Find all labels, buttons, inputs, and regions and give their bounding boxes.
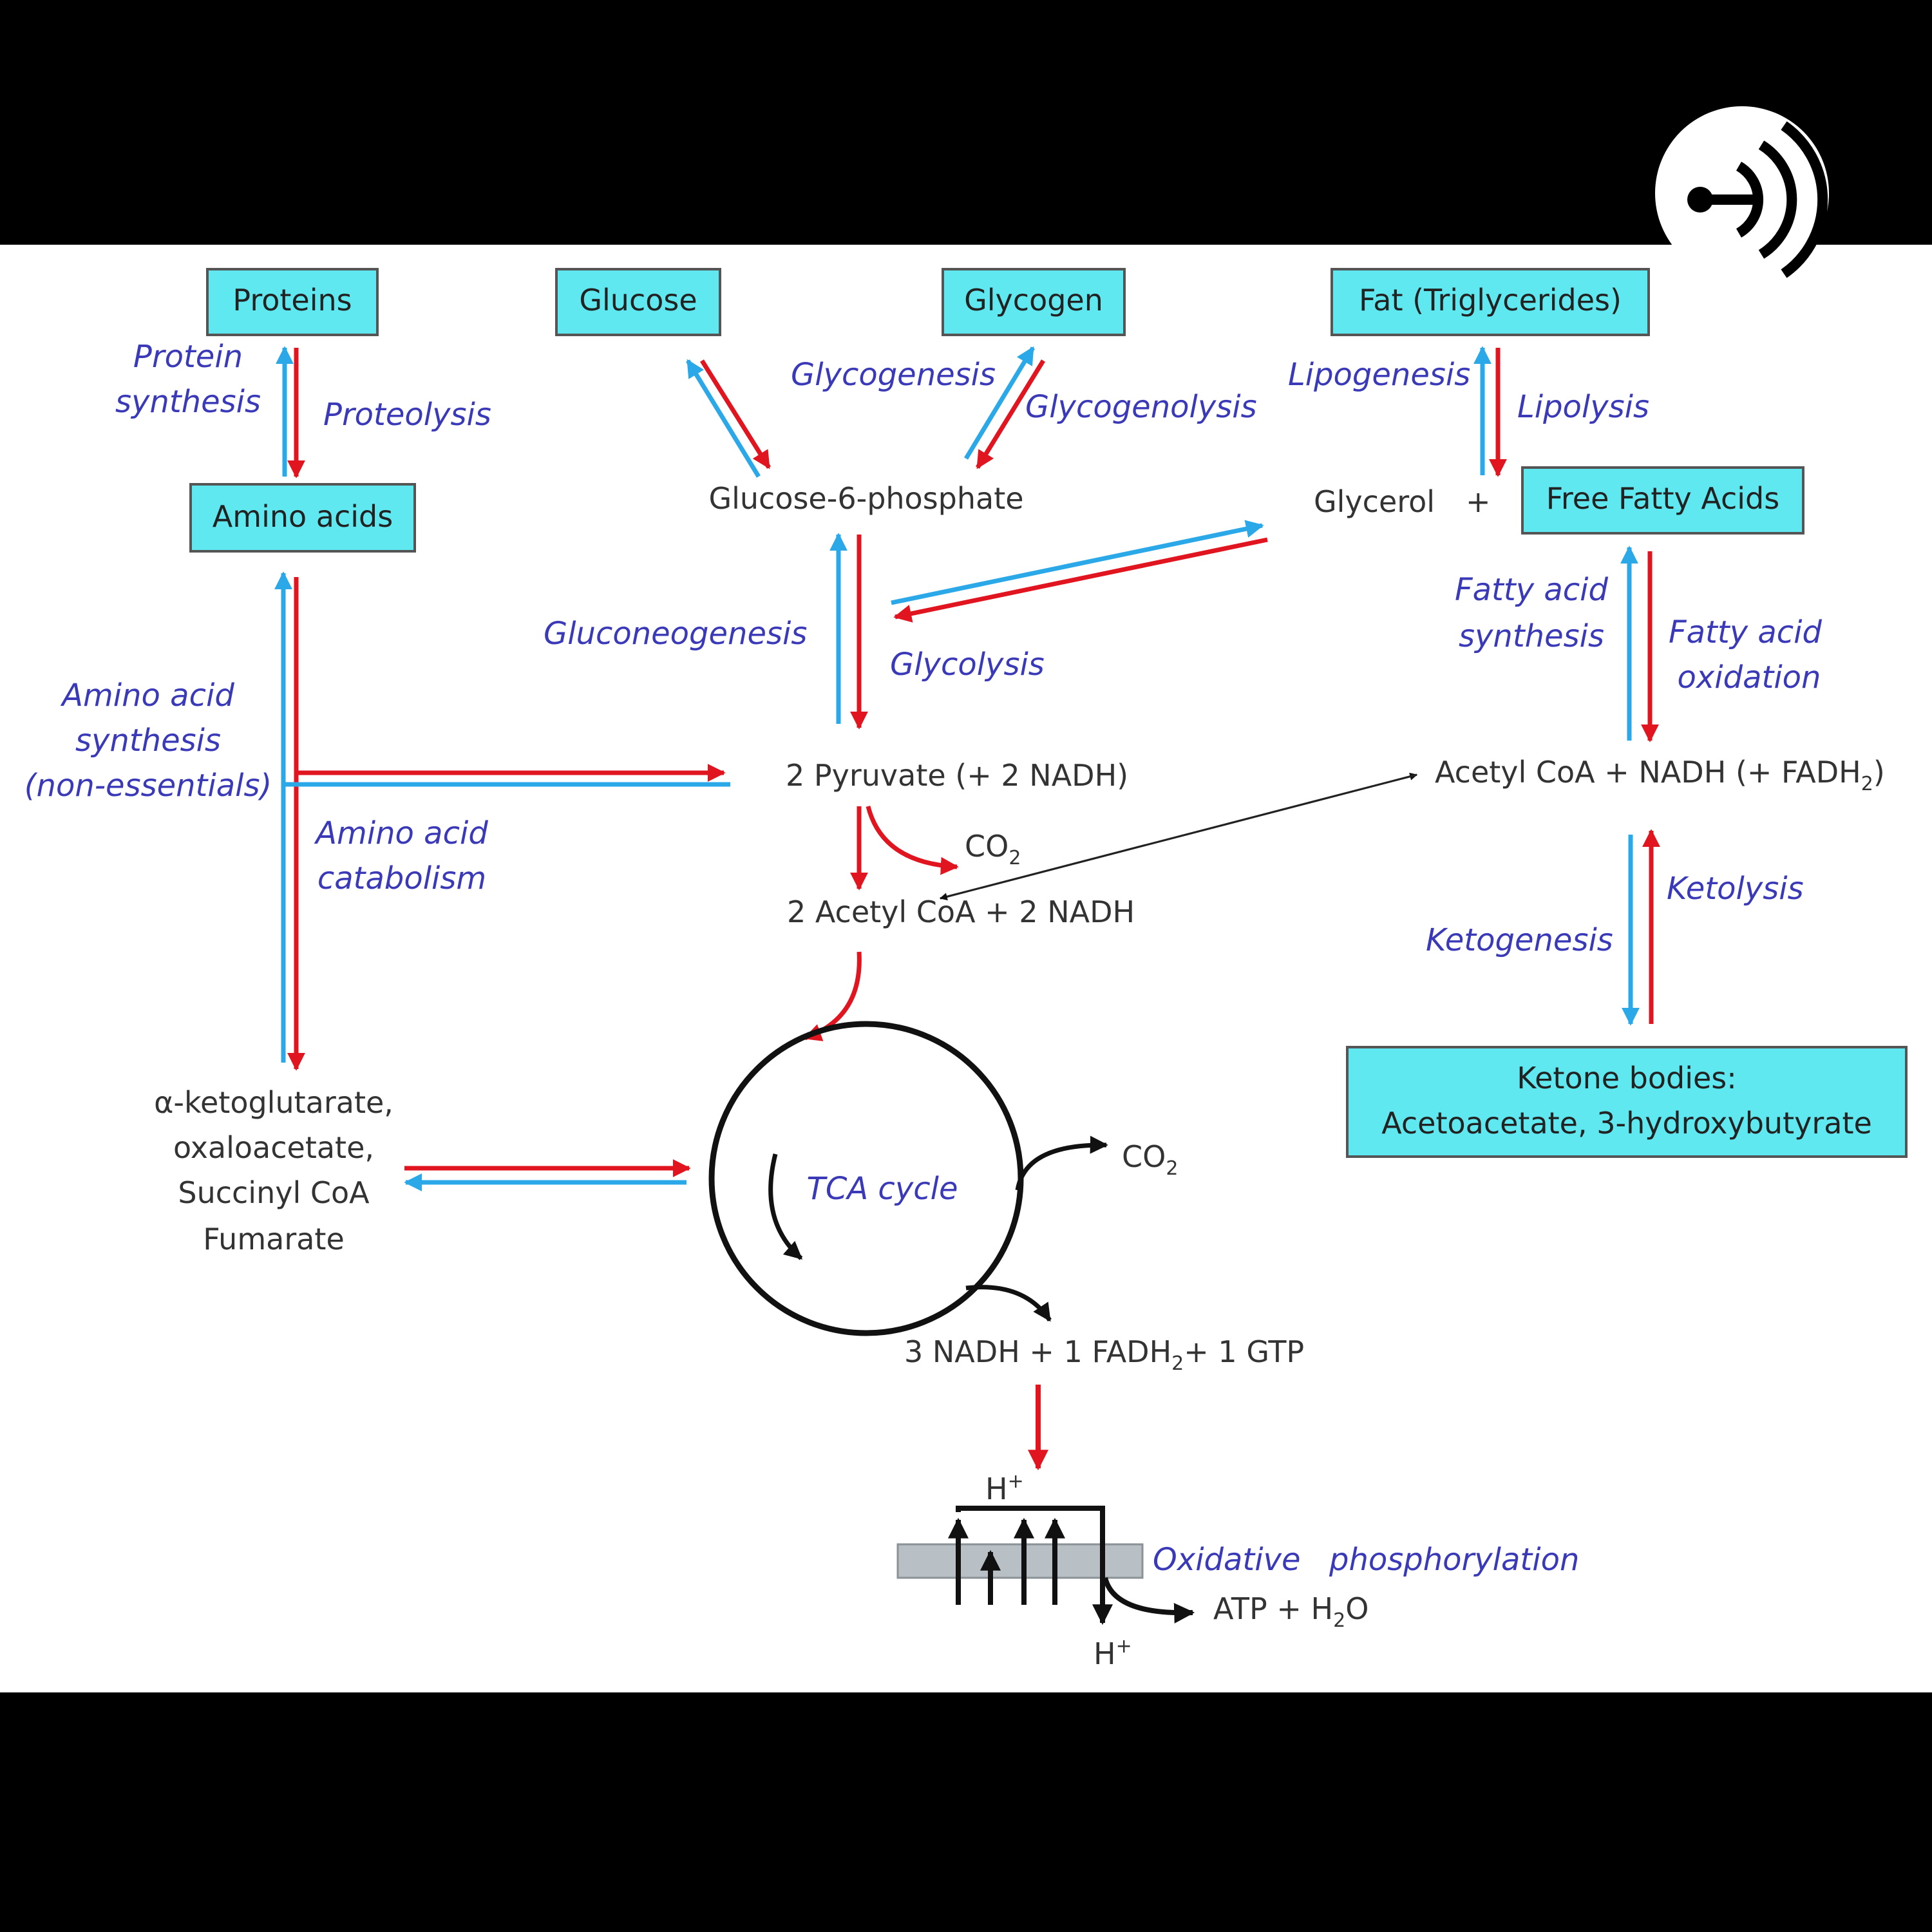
akg-line4: Fumarate	[203, 1222, 345, 1256]
podcast-antenna-icon	[1655, 106, 1829, 280]
akg-line3: Succinyl CoA	[178, 1175, 370, 1210]
akg-line2: oxaloacetate,	[173, 1130, 374, 1165]
akg-line1: α-ketoglutarate,	[154, 1085, 393, 1120]
box-glycogen: Glycogen	[942, 268, 1126, 336]
fa-synthesis-label-2: synthesis	[1459, 618, 1604, 654]
plus-sign: +	[1466, 484, 1491, 519]
co2-pyruvate: CO2	[965, 829, 1021, 869]
gluconeogenesis-label: Gluconeogenesis	[544, 616, 807, 652]
glycogenolysis-label: Glycogenolysis	[1025, 389, 1257, 425]
box-glucose: Glucose	[555, 268, 721, 336]
pyruvate: 2 Pyruvate (+ 2 NADH)	[786, 758, 1128, 793]
aa-catabolism-label-1: Amino acid	[314, 815, 488, 851]
proteins-label: Proteins	[232, 283, 352, 317]
box-ketone-bodies: Ketone bodies: Acetoacetate, 3-hydroxybu…	[1346, 1046, 1908, 1158]
amino-acids-label: Amino acids	[213, 499, 393, 534]
ketone-arrows	[1622, 829, 1660, 1026]
tca-products: 3 NADH + 1 FADH2+ 1 GTP	[904, 1334, 1304, 1375]
protein-arrows	[276, 346, 305, 478]
oxphos-label-2: phosphorylation	[1329, 1542, 1579, 1578]
fat-arrows	[1473, 346, 1507, 477]
pyruvate-dehydrogenase-arrows	[850, 806, 959, 891]
box-proteins: Proteins	[206, 268, 379, 336]
acetyl-coa-fa: Acetyl CoA + NADH (+ FADH2)	[1435, 755, 1885, 795]
aa-synthesis-label-3: (non-essentials)	[24, 768, 272, 804]
fa-synthesis-label-1: Fatty acid	[1455, 572, 1608, 608]
h-plus-bottom: H+	[1094, 1635, 1132, 1671]
fatty-acid-arrows	[1620, 545, 1659, 743]
lipolysis-label: Lipolysis	[1517, 389, 1649, 425]
glucose-label: Glucose	[579, 283, 697, 317]
acetyl-coa-nadh: 2 Acetyl CoA + 2 NADH	[787, 895, 1135, 929]
glycogenesis-label: Glycogenesis	[791, 357, 996, 393]
ketone-bodies-label: Ketone bodies:	[1517, 1061, 1737, 1095]
fat-label: Fat (Triglycerides)	[1359, 283, 1622, 317]
glycolysis-label: Glycolysis	[890, 647, 1045, 683]
amino-acid-arrows	[274, 571, 730, 1071]
ketone-bodies-list: Acetoacetate, 3-hydroxybutyrate	[1381, 1106, 1872, 1141]
co2-tca: CO2	[1122, 1139, 1178, 1180]
fa-oxidation-label-2: oxidation	[1678, 659, 1821, 696]
proteolysis-label: Proteolysis	[323, 397, 491, 433]
fa-oxidation-label-1: Fatty acid	[1669, 614, 1822, 650]
aa-synthesis-label-2: synthesis	[75, 723, 221, 759]
protein-synthesis-label-2: synthesis	[115, 384, 261, 420]
box-free-fatty-acids: Free Fatty Acids	[1521, 466, 1804, 535]
glycerol: Glycerol	[1314, 484, 1435, 519]
glycerol-arrows	[891, 520, 1268, 623]
intermediate-arrows	[404, 1159, 691, 1191]
ketolysis-label: Ketolysis	[1667, 871, 1804, 907]
lipogenesis-label: Lipogenesis	[1288, 357, 1470, 393]
tca-cycle-label: TCA cycle	[807, 1171, 958, 1207]
ketogenesis-label: Ketogenesis	[1426, 922, 1613, 958]
protein-synthesis-label-1: Protein	[133, 339, 243, 375]
proton-pumps	[948, 1506, 1195, 1625]
glycogen-arrows	[964, 346, 1045, 469]
glycolysis-arrows	[829, 533, 868, 730]
oxphos-label-1: Oxidative	[1153, 1542, 1301, 1578]
glucose-6-phosphate: Glucose-6-phosphate	[708, 481, 1023, 516]
atp-h2o: ATP + H2O	[1213, 1591, 1368, 1632]
acetyl-link-arrows	[939, 772, 1418, 901]
glucose-arrows	[686, 359, 771, 478]
free-fatty-acids-label: Free Fatty Acids	[1546, 481, 1779, 516]
diagram-panel	[0, 245, 1932, 1692]
tca-cycle	[708, 1021, 1108, 1336]
membrane	[896, 1543, 1144, 1579]
glycogen-label: Glycogen	[964, 283, 1103, 317]
box-amino-acids: Amino acids	[189, 483, 416, 553]
h-plus-top: H+	[985, 1470, 1024, 1506]
aa-catabolism-label-2: catabolism	[317, 860, 486, 896]
aa-synthesis-label-1: Amino acid	[60, 677, 234, 714]
box-fat: Fat (Triglycerides)	[1331, 268, 1650, 336]
